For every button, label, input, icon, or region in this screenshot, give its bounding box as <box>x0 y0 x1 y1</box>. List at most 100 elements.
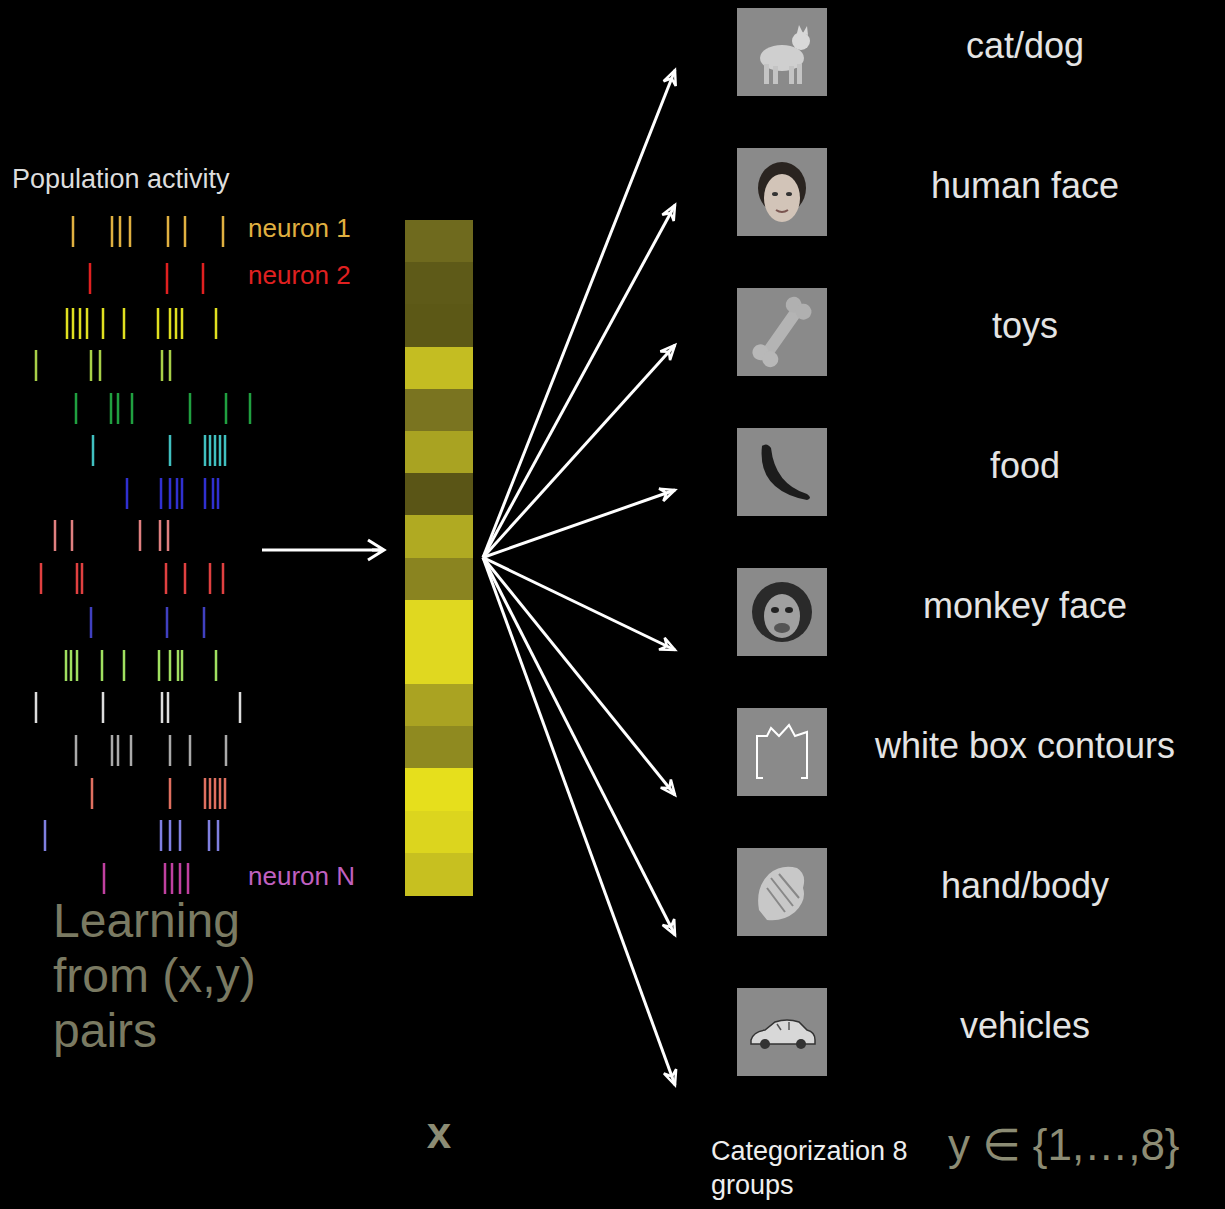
spike <box>159 520 162 551</box>
connector-line <box>483 205 675 558</box>
thumbnail <box>737 148 827 236</box>
category-label: hand/body <box>837 865 1213 907</box>
category-item: human face <box>737 148 1217 236</box>
spike <box>65 650 68 681</box>
spike <box>169 778 172 809</box>
spike <box>72 216 75 247</box>
feature-vector: x <box>405 220 473 895</box>
spike <box>184 563 187 594</box>
text-label: y ∈ {1,…,8} <box>948 1120 1223 1171</box>
spike <box>219 778 222 809</box>
arrowhead <box>664 1069 676 1085</box>
spike <box>161 350 164 381</box>
vector-segment <box>405 304 473 347</box>
spike <box>131 393 134 424</box>
spike <box>102 308 105 339</box>
vector-label: x <box>385 1108 493 1158</box>
category-icon <box>737 708 827 796</box>
text-label: neuron 2 <box>248 261 388 291</box>
connector-line <box>483 490 675 558</box>
thumbnail <box>737 288 827 376</box>
spike <box>166 263 169 294</box>
category-label: food <box>837 445 1213 487</box>
vector-segment <box>405 853 473 896</box>
category-label: monkey face <box>837 585 1213 627</box>
category-label: vehicles <box>837 1005 1213 1047</box>
text-label: neuron N <box>248 862 388 892</box>
spike <box>79 308 82 339</box>
spike <box>66 308 69 339</box>
thumbnail <box>737 8 827 96</box>
spike <box>169 478 172 509</box>
spike <box>110 393 113 424</box>
spike <box>167 216 170 247</box>
connector-arrow <box>483 558 675 936</box>
spike <box>102 692 105 723</box>
arrowhead <box>662 205 675 221</box>
connector-line <box>483 70 675 558</box>
text-label: neuron 1 <box>248 214 388 244</box>
thumbnail <box>737 568 827 656</box>
spike <box>214 778 217 809</box>
spike <box>171 863 174 894</box>
category-item: hand/body <box>737 848 1217 936</box>
spike <box>224 435 227 466</box>
spike <box>75 393 78 424</box>
vector-segment <box>405 684 473 727</box>
category-icon <box>737 148 827 236</box>
input-arrowhead <box>368 540 384 560</box>
connector-line <box>483 558 675 796</box>
spike <box>70 650 73 681</box>
arrowhead <box>661 780 675 795</box>
spike <box>99 350 102 381</box>
arrowhead <box>659 638 675 650</box>
spike <box>101 650 104 681</box>
connector-line <box>483 558 675 936</box>
spike <box>167 692 170 723</box>
spike <box>177 650 180 681</box>
spike <box>164 863 167 894</box>
thumbnail <box>737 848 827 936</box>
spike <box>91 778 94 809</box>
connector-arrow <box>483 70 676 558</box>
vector-segment <box>405 347 473 390</box>
category-icon <box>737 428 827 516</box>
spike <box>225 393 228 424</box>
spike <box>169 308 172 339</box>
spike <box>239 692 242 723</box>
vector-segment <box>405 768 473 811</box>
connector-arrow <box>483 489 675 558</box>
category-item: monkey face <box>737 568 1217 656</box>
spike <box>187 863 190 894</box>
category-icon <box>737 8 827 96</box>
connector-arrow <box>483 558 676 1086</box>
text-label: Categorization 8 groups <box>711 1135 926 1203</box>
spike <box>160 478 163 509</box>
arrowhead <box>660 345 675 360</box>
connector-arrow <box>483 558 675 796</box>
thumbnail <box>737 428 827 516</box>
spike <box>249 393 252 424</box>
connector-arrow <box>483 345 675 558</box>
thumbnail <box>737 708 827 796</box>
spike <box>224 778 227 809</box>
spike <box>217 820 220 851</box>
connector-arrow <box>483 205 675 558</box>
spike <box>209 778 212 809</box>
arrowhead <box>663 919 675 935</box>
spike <box>126 478 129 509</box>
category-item: cat/dog <box>737 8 1217 96</box>
spike <box>179 863 182 894</box>
vector-segment <box>405 642 473 685</box>
spike <box>165 563 168 594</box>
spike <box>176 478 179 509</box>
text-label: Population activity <box>12 164 312 195</box>
spike <box>222 216 225 247</box>
spike <box>215 308 218 339</box>
category-label: white box contours <box>837 725 1213 767</box>
spike <box>71 520 74 551</box>
spike <box>222 563 225 594</box>
text-label: Learning from (x,y) pairs <box>53 893 313 1059</box>
category-label: cat/dog <box>837 25 1213 67</box>
